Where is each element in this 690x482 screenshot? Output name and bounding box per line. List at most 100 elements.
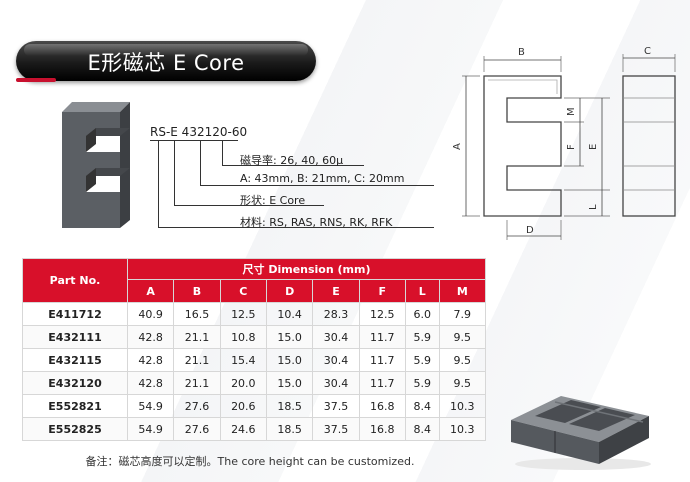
col-b-header: B <box>173 279 221 303</box>
cell: 15.4 <box>219 348 267 372</box>
part-no-cell: E552825 <box>22 417 128 441</box>
cell: 9.5 <box>438 325 487 349</box>
label-c: C <box>644 46 651 57</box>
label-m: M <box>566 107 577 116</box>
table-row: E411712 40.9 16.5 12.5 10.4 28.3 12.5 6.… <box>22 302 487 326</box>
dimension-header: 尺寸 Dimension (mm) <box>127 258 486 280</box>
footnote: 备注：磁芯高度可以定制。The core height can be custo… <box>85 455 415 468</box>
cell: 15.0 <box>265 371 314 395</box>
table-row: E432120 42.8 21.1 20.0 15.0 30.4 11.7 5.… <box>22 371 487 395</box>
cell: 30.4 <box>312 325 360 349</box>
cell: 8.4 <box>404 417 440 441</box>
cell: 24.6 <box>219 417 267 441</box>
part-code: RS-E 432120-60 <box>150 125 248 139</box>
cell: 16.5 <box>173 302 221 326</box>
cell: 11.7 <box>358 371 406 395</box>
cell: 40.9 <box>126 302 175 326</box>
cell: 12.5 <box>219 302 267 326</box>
page-title: E形磁芯 E Core <box>87 51 245 75</box>
cell: 21.1 <box>173 371 221 395</box>
cell: 27.6 <box>173 417 221 441</box>
leader-line-3 <box>174 141 235 206</box>
cell: 54.9 <box>126 417 175 441</box>
cell: 12.5 <box>358 302 406 326</box>
cell: 21.1 <box>173 348 221 372</box>
cell: 9.5 <box>438 371 487 395</box>
part-no-cell: E552821 <box>22 394 128 418</box>
cell: 20.6 <box>219 394 267 418</box>
shape-text: 形状: E Core <box>240 194 306 207</box>
label-d: D <box>526 225 534 236</box>
cell: 10.3 <box>438 417 487 441</box>
col-c-header: C <box>219 279 267 303</box>
table-row: E432115 42.8 21.1 15.4 15.0 30.4 11.7 5.… <box>22 348 487 372</box>
label-b: B <box>518 47 525 58</box>
part-no-cell: E411712 <box>22 302 128 326</box>
cell: 27.6 <box>173 394 221 418</box>
permeability-text: 磁导率: 26, 40, 60μ <box>240 154 344 167</box>
leader-line-2 <box>200 141 235 186</box>
prop-underline-2 <box>234 185 434 186</box>
cell: 5.9 <box>404 325 440 349</box>
cell: 6.0 <box>404 302 440 326</box>
cell: 10.8 <box>219 325 267 349</box>
cell: 18.5 <box>265 394 314 418</box>
cell: 37.5 <box>312 394 360 418</box>
prop-underline-1 <box>234 165 364 166</box>
label-e: E <box>588 144 599 150</box>
cell: 37.5 <box>312 417 360 441</box>
col-a-header: A <box>126 279 175 303</box>
leader-line-4 <box>158 141 235 228</box>
prop-underline-3 <box>234 205 324 206</box>
cell: 42.8 <box>126 325 175 349</box>
cell: 28.3 <box>312 302 360 326</box>
cell: 11.7 <box>358 325 406 349</box>
cell: 21.1 <box>173 325 221 349</box>
cell: 8.4 <box>404 394 440 418</box>
col-d-header: D <box>265 279 314 303</box>
cell: 16.8 <box>358 417 406 441</box>
cell: 18.5 <box>265 417 314 441</box>
part-no-cell: E432120 <box>22 371 128 395</box>
cell: 30.4 <box>312 371 360 395</box>
table-row: E552825 54.9 27.6 24.6 18.5 37.5 16.8 8.… <box>22 417 487 441</box>
accent-mark <box>16 78 56 82</box>
cell: 9.5 <box>438 348 487 372</box>
cell: 5.9 <box>404 371 440 395</box>
leader-line-1 <box>222 141 235 166</box>
e-core-illustration <box>62 102 130 228</box>
part-no-cell: E432115 <box>22 348 128 372</box>
prop-underline-4 <box>234 227 434 228</box>
cell: 30.4 <box>312 348 360 372</box>
cell: 42.8 <box>126 371 175 395</box>
col-e-header: E <box>312 279 360 303</box>
cell: 42.8 <box>126 348 175 372</box>
dimension-table: Part No. 尺寸 Dimension (mm) A B C D E F L… <box>22 258 487 441</box>
cell: 16.8 <box>358 394 406 418</box>
label-a: A <box>452 143 463 150</box>
part-code-underline <box>150 140 238 141</box>
cell: 15.0 <box>265 348 314 372</box>
dimension-drawing: B A D M F E L C <box>452 46 676 240</box>
table-row: E432111 42.8 21.1 10.8 15.0 30.4 11.7 5.… <box>22 325 487 349</box>
cell: 10.4 <box>265 302 314 326</box>
cell: 20.0 <box>219 371 267 395</box>
title-banner: E形磁芯 E Core <box>16 41 316 81</box>
label-l: L <box>588 204 599 210</box>
cell: 10.3 <box>438 394 487 418</box>
cell: 7.9 <box>438 302 487 326</box>
col-m-header: M <box>438 279 487 303</box>
col-f-header: F <box>358 279 406 303</box>
cell: 11.7 <box>358 348 406 372</box>
e-core-pair-photo <box>511 396 651 470</box>
dimensions-text: A: 43mm, B: 21mm, C: 20mm <box>240 172 405 185</box>
part-no-header: Part No. <box>22 258 128 303</box>
cell: 5.9 <box>404 348 440 372</box>
col-l-header: L <box>404 279 440 303</box>
cell: 15.0 <box>265 325 314 349</box>
material-text: 材料: RS, RAS, RNS, RK, RFK <box>240 216 393 229</box>
cell: 54.9 <box>126 394 175 418</box>
part-no-cell: E432111 <box>22 325 128 349</box>
label-f: F <box>566 144 577 150</box>
table-row: E552821 54.9 27.6 20.6 18.5 37.5 16.8 8.… <box>22 394 487 418</box>
